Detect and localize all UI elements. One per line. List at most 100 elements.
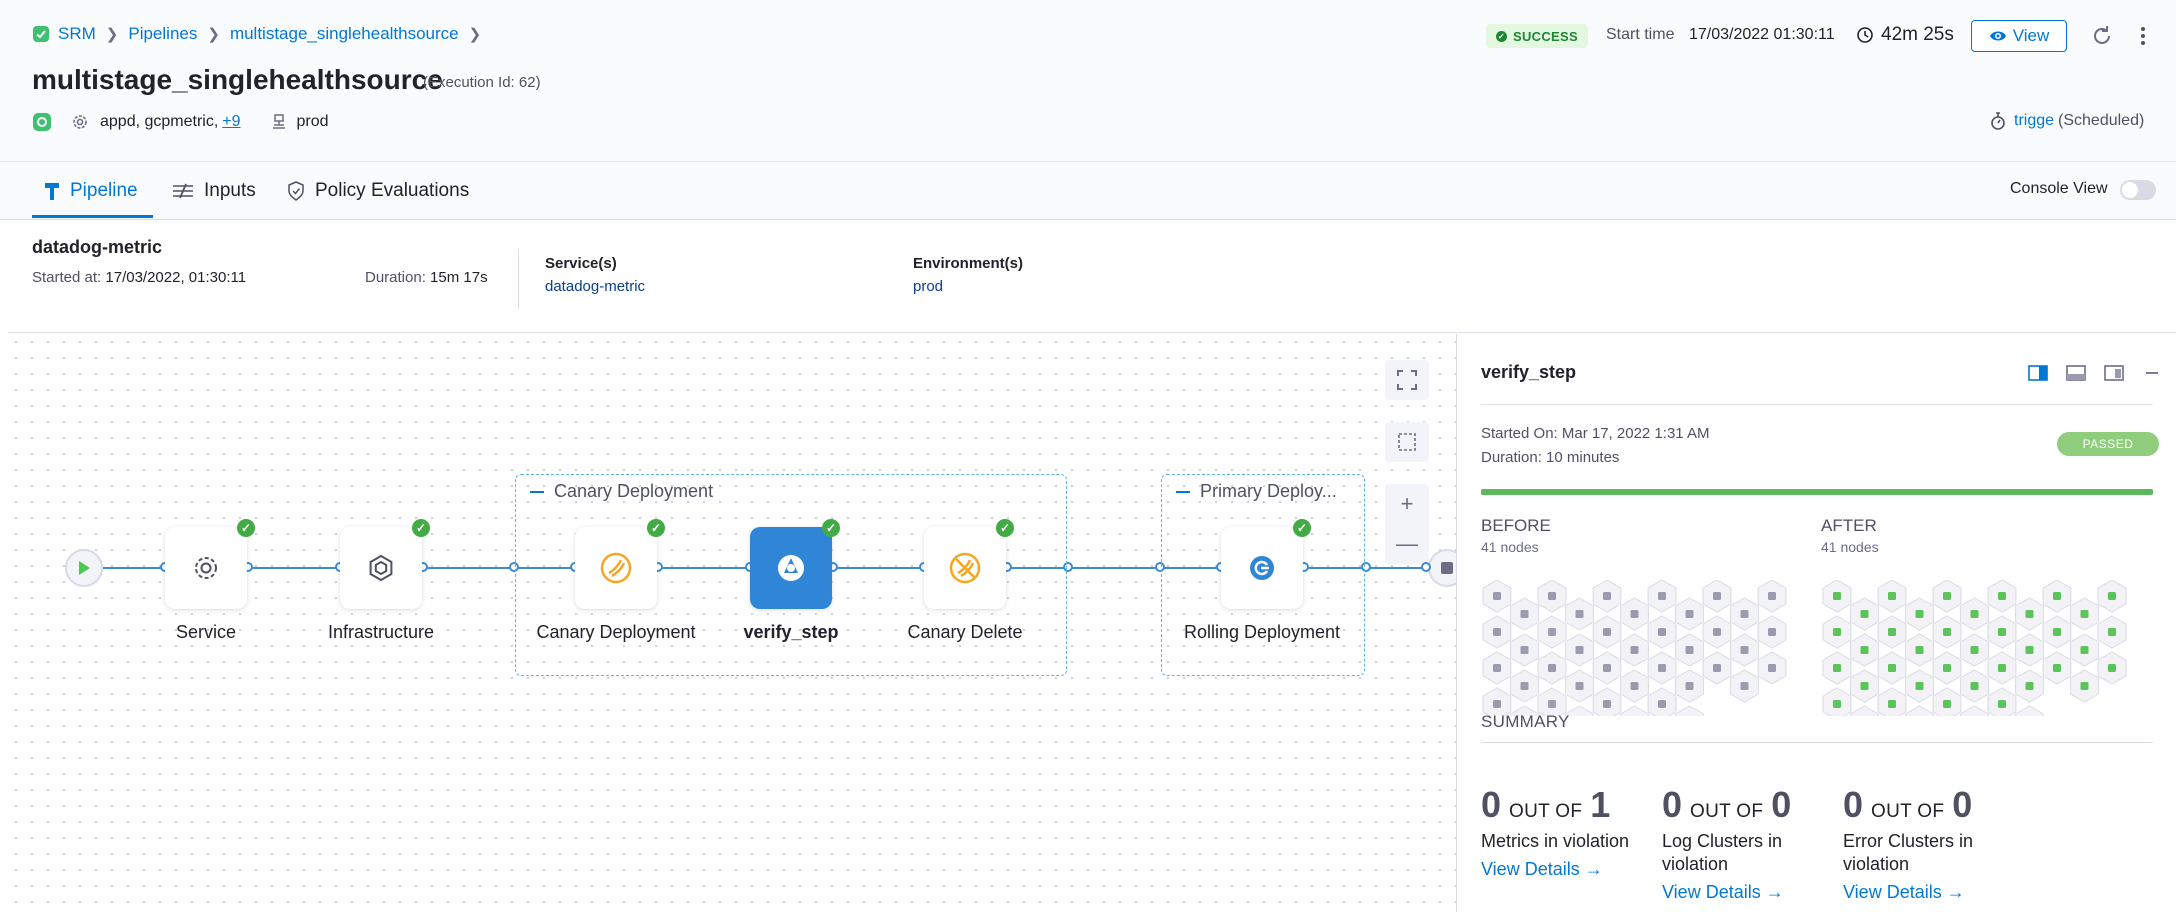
breadcrumb-pipeline[interactable]: multistage_singlehealthsource	[229, 24, 459, 43]
execution-id: (Execution Id: 62)	[423, 74, 541, 91]
node-canary-deployment[interactable]	[575, 527, 657, 609]
node-status-dot	[1520, 682, 1529, 690]
select-area-icon[interactable]	[1385, 422, 1429, 462]
refresh-icon[interactable]	[2090, 24, 2114, 48]
node-status-dot	[1915, 682, 1924, 690]
breadcrumb-pipelines[interactable]: Pipelines	[128, 24, 198, 43]
trigger-icon	[1991, 112, 2005, 130]
node-status-dot	[1833, 664, 1841, 672]
node-status-dot	[1548, 592, 1556, 600]
start-time-value: 17/03/2022 01:30:11	[1689, 26, 1835, 43]
duration-value: 42m 25s	[1881, 24, 1954, 45]
node-status-dot	[1915, 610, 1924, 618]
node-status-dot	[2108, 628, 2116, 636]
started-value: 17/03/2022, 01:30:11	[105, 269, 247, 286]
metrics-description: Metrics in violation	[1481, 831, 1630, 851]
out-of-label: OUT OF	[1690, 801, 1764, 822]
page-title: multistage_singlehealthsource	[32, 64, 443, 95]
execution-meta: appd, gcpmetric, +9 prod	[32, 112, 329, 132]
service-value: datadog-metric	[545, 278, 646, 295]
pipeline-icon	[45, 183, 59, 200]
error-description: Error Clusters in violation	[1843, 831, 1974, 874]
policy-icon	[288, 181, 304, 201]
node-hexagon[interactable]	[1620, 705, 1649, 716]
node-status-dot	[1603, 592, 1611, 600]
play-icon	[79, 561, 90, 575]
error-violations: 0	[1843, 784, 1864, 825]
canary-delete-icon	[949, 552, 981, 584]
more-services-link[interactable]: +9	[222, 113, 241, 130]
group-primary-title[interactable]: Primary Deploy...	[1176, 481, 1337, 502]
before-nodes-hexmap	[1482, 580, 1787, 716]
node-infrastructure[interactable]	[340, 527, 422, 609]
fit-to-screen-icon[interactable]	[1385, 360, 1429, 400]
layout-float-icon[interactable]	[2103, 364, 2125, 382]
node-status-dot	[1548, 628, 1556, 636]
node-canary-delete[interactable]	[924, 527, 1006, 609]
node-hexagon[interactable]	[1960, 705, 1989, 716]
node-service[interactable]	[165, 527, 247, 609]
node-status-dot	[1493, 700, 1501, 708]
node-status-dot	[2053, 592, 2061, 600]
node-status-dot	[1888, 700, 1896, 708]
tab-inputs[interactable]: Inputs	[172, 179, 256, 203]
summary-label: SUMMARY	[1481, 712, 1570, 731]
node-status-dot	[2025, 682, 2034, 690]
node-rolling-deployment[interactable]	[1221, 527, 1303, 609]
log-view-details-link[interactable]: View Details →	[1662, 882, 1784, 902]
trigger-link[interactable]: trigge	[2014, 112, 2055, 129]
execution-header: SRM ❯ Pipelines ❯ multistage_singlehealt…	[0, 0, 2176, 162]
node-status-dot	[1713, 664, 1721, 672]
node-hexagon[interactable]	[1905, 705, 1934, 716]
passed-badge: PASSED	[2057, 432, 2159, 456]
clock-icon	[1857, 27, 1873, 43]
metrics-view-details-link[interactable]: View Details →	[1481, 859, 1603, 879]
panel-started-on: Started On: Mar 17, 2022 1:31 AM	[1481, 425, 1710, 442]
zoom-out-icon[interactable]: —	[1396, 531, 1418, 556]
view-button[interactable]: View	[1971, 20, 2067, 52]
success-check-icon: ✓	[647, 519, 665, 537]
environment-label: Environment(s)	[913, 255, 1024, 272]
node-status-dot	[1998, 592, 2006, 600]
node-status-dot	[2080, 610, 2089, 618]
node-hexagon[interactable]	[2015, 705, 2044, 716]
node-status-dot	[1888, 592, 1896, 600]
connector-port	[1361, 562, 1371, 572]
node-status-dot	[1630, 610, 1639, 618]
zoom-controls: + —	[1385, 484, 1429, 564]
after-label: AFTER	[1821, 516, 1877, 535]
node-status-dot	[1740, 682, 1749, 690]
minimize-icon[interactable]	[2141, 364, 2163, 382]
node-status-dot	[1548, 664, 1556, 672]
node-hexagon[interactable]	[1675, 705, 1704, 716]
breadcrumb-srm[interactable]: SRM	[58, 24, 96, 43]
console-view-toggle[interactable]	[2120, 180, 2156, 200]
more-options-icon[interactable]	[2131, 24, 2155, 48]
group-canary-deployment	[515, 474, 1067, 676]
layout-bottom-icon[interactable]	[2065, 364, 2087, 382]
node-verify-step[interactable]	[750, 527, 832, 609]
node-hexagon[interactable]	[1565, 705, 1594, 716]
node-hexagon[interactable]	[1510, 705, 1539, 716]
node-status-dot	[1685, 646, 1694, 654]
node-status-dot	[1970, 610, 1979, 618]
metrics-violations: 0	[1481, 784, 1502, 825]
success-check-icon: ✓	[237, 519, 255, 537]
node-hexagon[interactable]	[1850, 705, 1879, 716]
panel-layout-controls	[2027, 364, 2163, 382]
tab-pipeline[interactable]: Pipeline	[44, 179, 138, 203]
group-canary-title[interactable]: Canary Deployment	[530, 481, 713, 502]
pipeline-graph-canvas[interactable]	[8, 334, 1456, 912]
panel-divider	[1481, 404, 2153, 405]
zoom-in-icon[interactable]: +	[1400, 491, 1414, 516]
breadcrumb-separator-icon: ❯	[105, 26, 119, 43]
node-status-dot	[1658, 628, 1666, 636]
trigger-info: trigge (Scheduled)	[1990, 112, 2144, 130]
tab-policy-evaluations[interactable]: Policy Evaluations	[287, 179, 469, 203]
log-description: Log Clusters in violation	[1662, 831, 1783, 874]
environment-icon	[272, 114, 285, 129]
node-canary-delete-label: Canary Delete	[907, 622, 1023, 642]
error-view-details-link[interactable]: View Details →	[1843, 882, 1965, 902]
layout-right-icon[interactable]	[2027, 364, 2049, 382]
